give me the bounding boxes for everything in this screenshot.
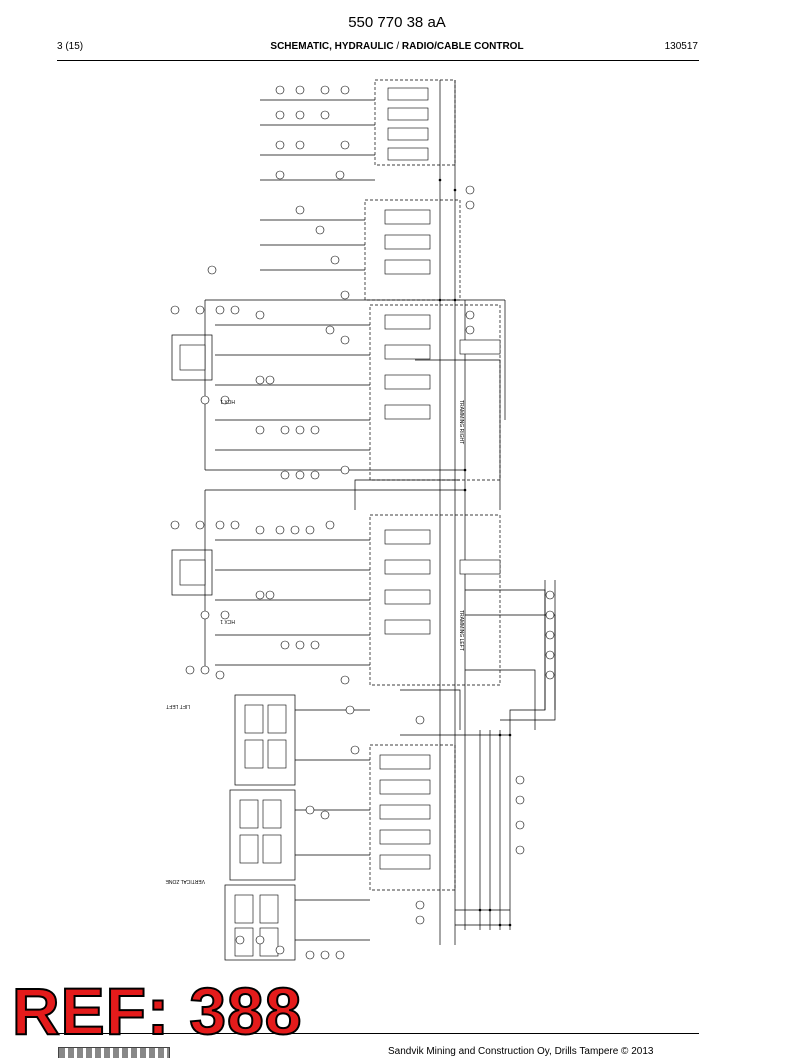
- title-main: SCHEMATIC, HYDRAULIC: [270, 41, 394, 52]
- hydraulic-schematic: TRAMMING RIGHT TRAMMING LEFT HCX 1 HCX 1…: [165, 79, 556, 961]
- title-separator: /: [393, 41, 402, 52]
- label-hcx1-left: HCX 1: [220, 618, 235, 624]
- label-vertical-zone: VERTICAL ZONE: [165, 878, 205, 884]
- page-number: 3 (15): [57, 41, 84, 52]
- document-date: 130517: [664, 41, 698, 52]
- label-tramming-right: TRAMMING RIGHT: [458, 400, 464, 444]
- title-sub: RADIO/CABLE CONTROL: [401, 41, 524, 52]
- copyright-text: Sandvik Mining and Construction Oy, Dril…: [388, 1046, 654, 1057]
- header-rule: [57, 60, 699, 61]
- document-title: SCHEMATIC, HYDRAULIC / RADIO/CABLE CONTR…: [0, 41, 794, 52]
- label-hcx1-right: HCX 1: [220, 398, 235, 404]
- reference-stamp: REF: 388: [11, 974, 303, 1048]
- label-tramming-left: TRAMMING LEFT: [458, 610, 464, 651]
- document-number: 550 770 38 aA: [348, 14, 446, 31]
- footer-rule: [57, 1033, 699, 1034]
- label-lift-left: LIFT LEFT: [166, 703, 190, 709]
